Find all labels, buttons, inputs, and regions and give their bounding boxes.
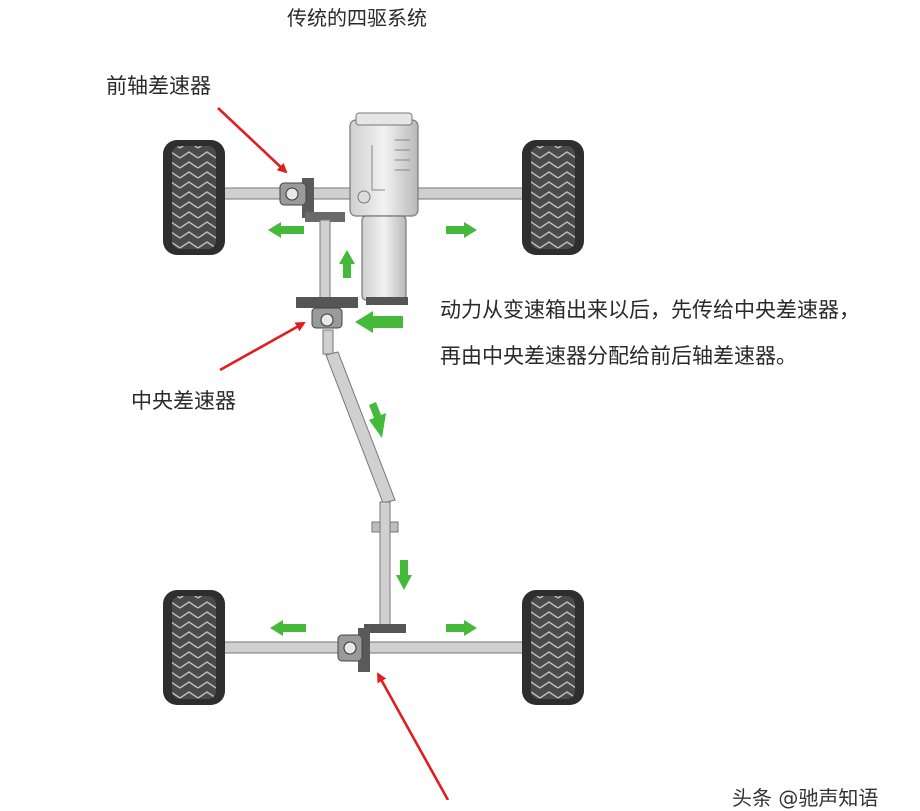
front-output-shaft <box>319 219 331 299</box>
description-line-1: 动力从变速箱出来以后，先传给中央差速器， <box>440 298 860 322</box>
front-left-wheel <box>163 140 225 255</box>
rear-differential <box>337 624 406 672</box>
rear-axle <box>217 641 529 654</box>
center-differential-label: 中央差速器 <box>131 389 236 413</box>
rear-right-wheel <box>522 590 584 705</box>
arrow-down-driveshaft-1 <box>369 402 386 438</box>
callout-arrow-front-diff <box>217 107 288 174</box>
driveshaft <box>322 329 399 628</box>
arrow-right-rear <box>446 620 477 636</box>
callout-arrow-rear-diff <box>376 672 450 800</box>
diagram-title: 传统的四驱系统 <box>287 6 427 30</box>
engine <box>349 112 419 217</box>
rear-left-wheel <box>163 590 225 705</box>
description-line-2: 再由中央差速器分配给前后轴差速器。 <box>440 344 797 368</box>
transmission <box>361 215 407 301</box>
arrow-up-front-shaft <box>339 250 355 278</box>
arrow-down-driveshaft-2 <box>396 560 412 590</box>
arrow-left-rear <box>270 620 306 636</box>
callout-arrows <box>217 107 450 800</box>
callout-arrow-center-diff <box>219 321 306 372</box>
center-differential <box>296 297 408 329</box>
arrow-left-center <box>355 311 403 333</box>
front-differential-label: 前轴差速器 <box>106 74 211 98</box>
front-right-wheel <box>522 140 584 255</box>
power-flow-arrows <box>268 222 477 636</box>
front-differential <box>279 178 345 222</box>
arrow-right-front <box>446 222 477 238</box>
watermark: 头条 @驰声知语 <box>732 786 879 810</box>
arrow-left-front <box>268 222 304 238</box>
